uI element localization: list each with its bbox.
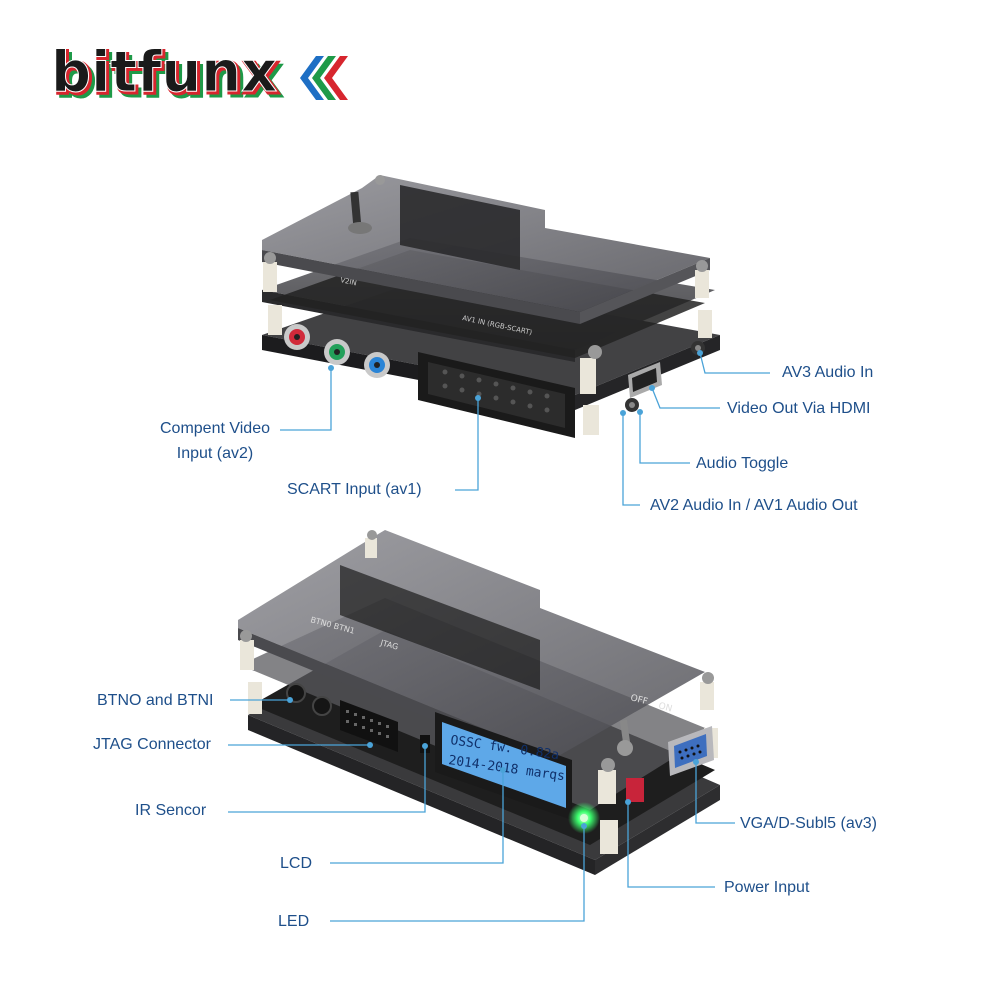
silk-off: OFF bbox=[629, 693, 648, 707]
callout-compent-video-line1: Compent Video bbox=[160, 420, 270, 437]
callout-lcd: LCD bbox=[280, 855, 313, 872]
leader-vga bbox=[695, 762, 735, 824]
callout-jtag: JTAG Connector bbox=[93, 736, 211, 753]
silk-v2in-top: V2IN bbox=[340, 276, 358, 287]
leader-lcd bbox=[330, 770, 504, 864]
top-device: V2IN AV1 IN (RGB-SCART) bbox=[262, 175, 720, 438]
silk-on: ON bbox=[657, 701, 673, 714]
callout-av2-audio: AV2 Audio In / AV1 Audio Out bbox=[650, 497, 858, 514]
svg-text:bitfunx: bitfunx bbox=[51, 40, 277, 105]
leader-audio-toggle bbox=[639, 412, 690, 464]
svg-text:bitfunx: bitfunx bbox=[56, 45, 282, 110]
leader-hdmi bbox=[651, 387, 720, 409]
leader-led bbox=[330, 826, 585, 922]
callout-hdmi-out: Video Out Via HDMI bbox=[727, 400, 871, 417]
leader-scart bbox=[455, 398, 479, 491]
callout-led: LED bbox=[278, 913, 310, 930]
callout-compent-video: Compent Video Input (av2) bbox=[150, 419, 280, 464]
leader-compent-video bbox=[280, 368, 332, 431]
callout-audio-toggle: Audio Toggle bbox=[696, 455, 789, 472]
callout-power: Power Input bbox=[724, 879, 810, 896]
leader-av2-audio bbox=[622, 413, 640, 506]
bottom-device: OSSC fw. 0.82a 2014-2018 marqs OFF ON JT… bbox=[238, 530, 720, 875]
callout-btn: BTNO and BTNI bbox=[97, 692, 214, 709]
leader-ir bbox=[228, 746, 426, 813]
callout-av3-audio: AV3 Audio In bbox=[782, 364, 874, 381]
leader-av3-audio bbox=[699, 352, 770, 374]
svg-text:bitfunx: bitfunx bbox=[53, 42, 279, 107]
bitfunx-logo: bitfunx bitfunx bitfunx bbox=[51, 40, 348, 112]
callout-compent-video-line2: Input (av2) bbox=[176, 445, 254, 462]
leader-power bbox=[627, 802, 715, 888]
callout-vga: VGA/D-Subl5 (av3) bbox=[740, 815, 877, 832]
callout-scart-input: SCART Input (av1) bbox=[287, 481, 422, 498]
callout-ir: IR Sencor bbox=[135, 802, 207, 819]
